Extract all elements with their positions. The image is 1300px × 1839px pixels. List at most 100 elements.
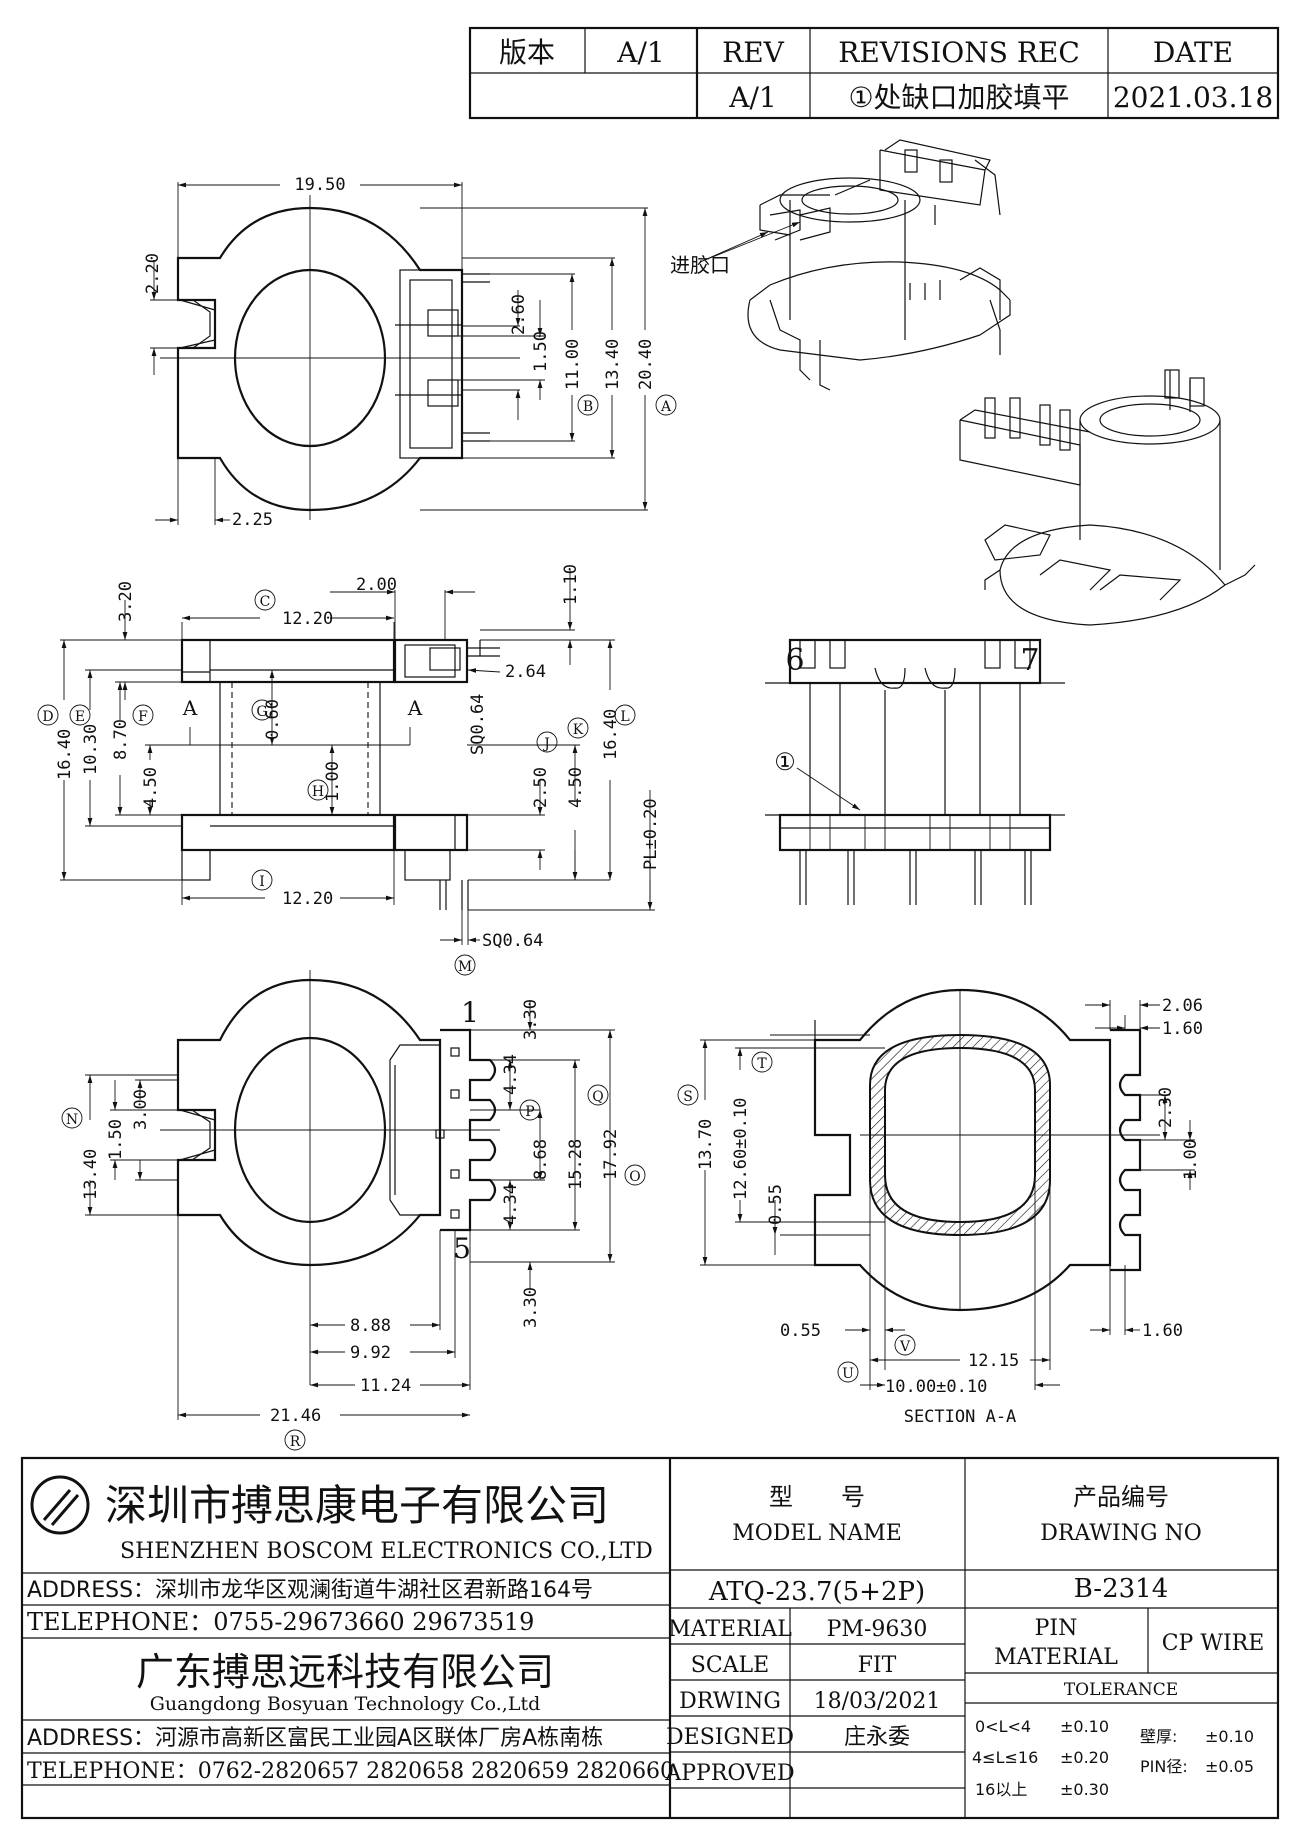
drwing-label: DRWING xyxy=(679,1689,781,1714)
dim-sq064-b: SQ0.64 xyxy=(482,931,543,951)
dim-2-64: 2.64 xyxy=(505,662,546,682)
circle-v: V xyxy=(899,1339,911,1355)
circle-q: Q xyxy=(592,1089,603,1105)
dim-1-00-section: 1.00 xyxy=(1181,1139,1201,1180)
dim-13-70: 13.70 xyxy=(696,1119,716,1170)
tol-value-1: ±0.10 xyxy=(1060,1717,1109,1736)
section-view: 2.06 1.60 2.30 1.00 13.70 S 12.60±0.10 T… xyxy=(677,988,1203,1427)
tol-range-2: 4≤L≤16 xyxy=(972,1748,1038,1767)
material-value: PM-9630 xyxy=(827,1617,928,1642)
tol-range-3: 16以上 xyxy=(975,1780,1027,1799)
row-rev: A/1 xyxy=(728,81,776,114)
dim-10-30: 10.30 xyxy=(81,724,101,775)
dim-1-10: 1.10 xyxy=(561,564,581,605)
dim-1-60-top: 1.60 xyxy=(1162,1019,1203,1039)
dim-12-60: 12.60±0.10 xyxy=(731,1098,751,1200)
dim-2-06: 2.06 xyxy=(1162,996,1203,1016)
material-label: MATERIAL xyxy=(668,1617,792,1642)
circle-h: H xyxy=(312,784,324,800)
designed-label: DESIGNED xyxy=(666,1725,794,1750)
dim-sq064-a: SQ0.64 xyxy=(468,694,488,755)
pin-material-label-2: MATERIAL xyxy=(994,1645,1118,1670)
drwing-value: 18/03/2021 xyxy=(814,1689,941,1714)
dim-12-20-top: 12.20 xyxy=(282,609,333,629)
dim-1-60-bottom: 1.60 xyxy=(1142,1321,1183,1341)
circle-o: O xyxy=(629,1169,640,1185)
dim-13-40-bottom: 13.40 xyxy=(81,1149,101,1200)
pin-5-label: 5 xyxy=(453,1232,471,1265)
tol-value-2: ±0.20 xyxy=(1060,1748,1109,1767)
section-a-right: A xyxy=(407,696,423,720)
drawing-value: B-2314 xyxy=(1074,1574,1169,1604)
telephone-2: TELEPHONE：0762-2820657 2820658 2820659 2… xyxy=(27,1759,674,1784)
dim-11-00: 11.00 xyxy=(563,339,583,390)
circle-a: A xyxy=(660,399,672,415)
version-label: 版本 xyxy=(499,36,555,69)
top-view: 19.50 2.20 2.60 1.50 11.00 B 13.40 20.40 xyxy=(143,175,677,530)
dim-2-00: 2.00 xyxy=(356,575,397,595)
tolerance-label: TOLERANCE xyxy=(1064,1680,1178,1700)
revisions-label: REVISIONS REC xyxy=(838,36,1080,69)
dim-1-50: 1.50 xyxy=(531,331,551,372)
dim-15-28: 15.28 xyxy=(566,1139,586,1190)
circle-j: J xyxy=(542,736,550,752)
front-view: 6 7 ① xyxy=(765,638,1065,905)
note-1-marker: ① xyxy=(774,748,796,776)
dim-2-50: 2.50 xyxy=(531,767,551,808)
pin-6-label: 6 xyxy=(785,643,804,678)
dim-4-34-bottom: 4.34 xyxy=(501,1184,521,1225)
dim-8-70: 8.70 xyxy=(111,719,131,760)
bottom-view: 1 5 3.30 4.34 8.68 P 15.28 Q 17.92 O 4.3… xyxy=(61,970,646,1451)
title-block: 深圳市搏思康电子有限公司 SHENZHEN BOSCOM ELECTRONICS… xyxy=(20,1456,1280,1820)
dim-17-92: 17.92 xyxy=(601,1129,621,1180)
rev-label: REV xyxy=(722,36,785,69)
isometric-view-bottom xyxy=(959,369,1256,626)
circle-i: I xyxy=(259,874,265,890)
gate-label: 进胶口 xyxy=(670,253,730,277)
approved-label: APPROVED xyxy=(664,1761,794,1786)
company2-name-en: Guangdong Bosyuan Technology Co.,Ltd xyxy=(150,1693,541,1715)
revision-table: 版本 A/1 REV REVISIONS REC DATE A/1 ①处缺口加胶… xyxy=(468,26,1280,120)
circle-b: B xyxy=(583,399,593,415)
circle-k: K xyxy=(573,722,584,738)
circle-m: M xyxy=(458,959,472,975)
dim-0-55-horizontal: 0.55 xyxy=(780,1321,821,1341)
dim-3-30-top: 3.30 xyxy=(521,999,541,1040)
dim-4-34-top: 4.34 xyxy=(501,1054,521,1095)
dim-3-30-bottom: 3.30 xyxy=(521,1287,541,1328)
circle-g: G xyxy=(256,704,267,720)
wall-thickness-value: ±0.10 xyxy=(1205,1727,1254,1746)
wall-thickness-label: 壁厚: xyxy=(1140,1727,1177,1746)
company-logo xyxy=(30,1475,90,1535)
model-value: ATQ-23.7(5+2P) xyxy=(708,1577,925,1607)
designed-value: 庄永委 xyxy=(844,1725,910,1750)
address-1: ADDRESS：深圳市龙华区观澜街道牛湖社区君新路164号 xyxy=(27,1578,593,1603)
isometric-view-top: 进胶口 xyxy=(670,139,1011,391)
dim-8-88: 8.88 xyxy=(350,1316,391,1336)
model-label-cn: 型 号 xyxy=(769,1483,865,1511)
drawing-label-cn: 产品编号 xyxy=(1073,1483,1169,1511)
dim-12-15: 12.15 xyxy=(968,1351,1019,1371)
circle-l: L xyxy=(620,709,629,725)
dim-2-30: 2.30 xyxy=(1156,1087,1176,1128)
dim-2-25: 2.25 xyxy=(232,510,273,530)
side-view: A A 12.20 C 2.00 1.10 2.64 SQ0.64 3.20 1… xyxy=(37,564,661,976)
dim-12-20-bottom: 12.20 xyxy=(282,889,333,909)
circle-p: P xyxy=(525,1104,534,1120)
circle-s: S xyxy=(683,1089,693,1105)
dim-10-00: 10.00±0.10 xyxy=(885,1377,987,1397)
dim-2-60: 2.60 xyxy=(509,294,529,335)
circle-t: T xyxy=(757,1056,767,1072)
circle-e: E xyxy=(75,709,85,725)
dim-16-40-right: 16.40 xyxy=(601,709,621,760)
pin-material-label-1: PIN xyxy=(1035,1616,1078,1641)
company-name-en: SHENZHEN BOSCOM ELECTRONICS CO.,LTD xyxy=(120,1539,653,1564)
dim-8-68: 8.68 xyxy=(531,1139,551,1180)
drawing-label-en: DRAWING NO xyxy=(1040,1521,1202,1546)
dim-11-24: 11.24 xyxy=(360,1376,411,1396)
dim-4-50-right: 4.50 xyxy=(566,767,586,808)
dim-16-40-left: 16.40 xyxy=(55,729,75,780)
dim-0-60: 0.60 xyxy=(263,699,283,740)
model-label-en: MODEL NAME xyxy=(732,1521,902,1546)
circle-d: D xyxy=(42,709,53,725)
